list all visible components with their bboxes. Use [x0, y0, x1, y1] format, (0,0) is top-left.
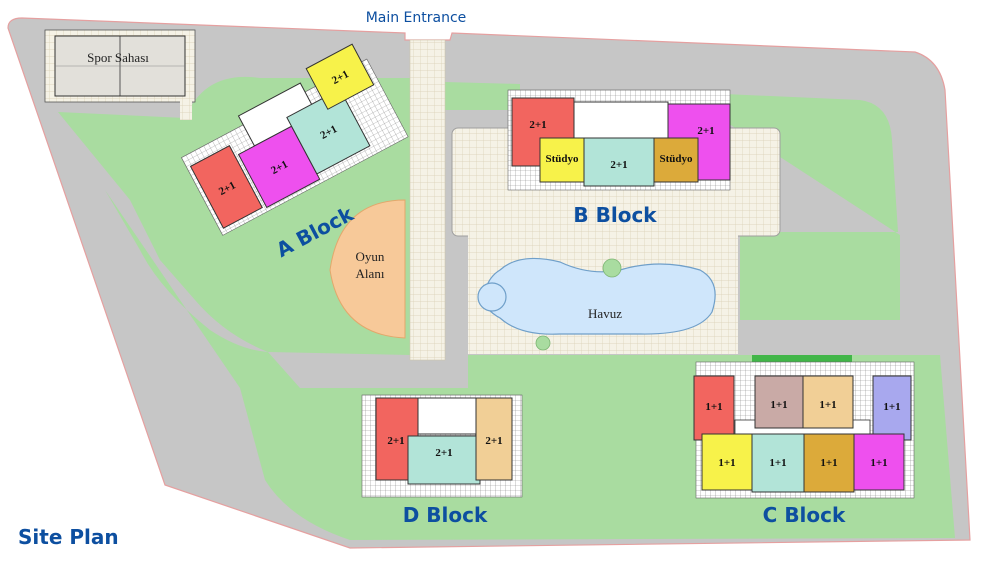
- d-unit-3-label: 2+1: [485, 435, 502, 447]
- playground: Oyun Alanı: [329, 199, 406, 339]
- planter-circle-bottom: [535, 335, 551, 351]
- pool-label: Havuz: [588, 306, 622, 321]
- c-block: 1+1 1+1 1+1 1+1 1+1 1+1 1+1 1+1: [693, 355, 915, 499]
- b-unit-3: [539, 137, 585, 183]
- green-area-center-north: [445, 82, 520, 110]
- c-unit-3: [802, 375, 854, 429]
- central-walkway: [409, 39, 446, 361]
- d-block: 2+1 2+1 2+1: [361, 394, 523, 498]
- c-unit-8: [853, 433, 905, 491]
- a-unit-1: [189, 145, 263, 229]
- d-unit-1-label: 2+1: [387, 435, 404, 447]
- swimming-pool: Havuz: [477, 257, 716, 335]
- walkway-branch-a: [180, 100, 192, 120]
- d-block-core: [417, 397, 477, 435]
- c-unit-7: [803, 433, 855, 493]
- c-unit-5-label: 1+1: [718, 457, 735, 469]
- main-entrance-label: Main Entrance: [366, 10, 467, 26]
- d-unit-2-label: 2+1: [435, 447, 452, 459]
- green-area-east: [680, 92, 900, 320]
- b-unit-5: [653, 137, 699, 183]
- d-block-label: D Block: [403, 503, 488, 527]
- playground-label-line2: Alanı: [356, 266, 385, 281]
- b-block-label: B Block: [573, 203, 657, 227]
- b-unit-5-label: Stüdyo: [659, 153, 693, 165]
- d-unit-3: [475, 397, 513, 481]
- b-unit-4-label: 2+1: [610, 159, 627, 171]
- b-unit-4: [583, 137, 655, 187]
- c-unit-4-label: 1+1: [883, 401, 900, 413]
- d-unit-2: [407, 435, 481, 485]
- b-unit-1-label: 2+1: [529, 119, 546, 131]
- site-plan-title: Site Plan: [18, 525, 119, 549]
- c-unit-2: [754, 375, 804, 429]
- c-block-label: C Block: [763, 503, 846, 527]
- c-unit-6-label: 1+1: [769, 457, 786, 469]
- c-unit-3-label: 1+1: [819, 399, 836, 411]
- c-unit-7-label: 1+1: [820, 457, 837, 469]
- b-block-core: [573, 101, 669, 141]
- a-unit-3: [286, 88, 371, 175]
- c-unit-2-label: 1+1: [770, 399, 787, 411]
- b-block: 2+1 2+1 Stüdyo 2+1 Stüdyo: [507, 89, 731, 191]
- c-unit-1: [693, 375, 735, 441]
- pool-side-circle: [477, 282, 507, 312]
- c-unit-1-label: 1+1: [705, 401, 722, 413]
- c-unit-8-label: 1+1: [870, 457, 887, 469]
- green-area-southwest-strip: [105, 190, 300, 388]
- playground-label-line1: Oyun: [356, 249, 385, 264]
- planter-circle-top: [602, 258, 622, 278]
- b-unit-3-label: Stüdyo: [545, 153, 579, 165]
- a-block: 2+1 2+1 2+1 2+1: [180, 43, 409, 236]
- c-unit-5: [701, 433, 753, 491]
- sports-court: Spor Sahası: [44, 29, 196, 103]
- a-unit-4: [305, 43, 375, 110]
- c-unit-6: [751, 433, 805, 493]
- b-unit-2-label: 2+1: [697, 125, 714, 137]
- sports-court-label: Spor Sahası: [87, 50, 149, 65]
